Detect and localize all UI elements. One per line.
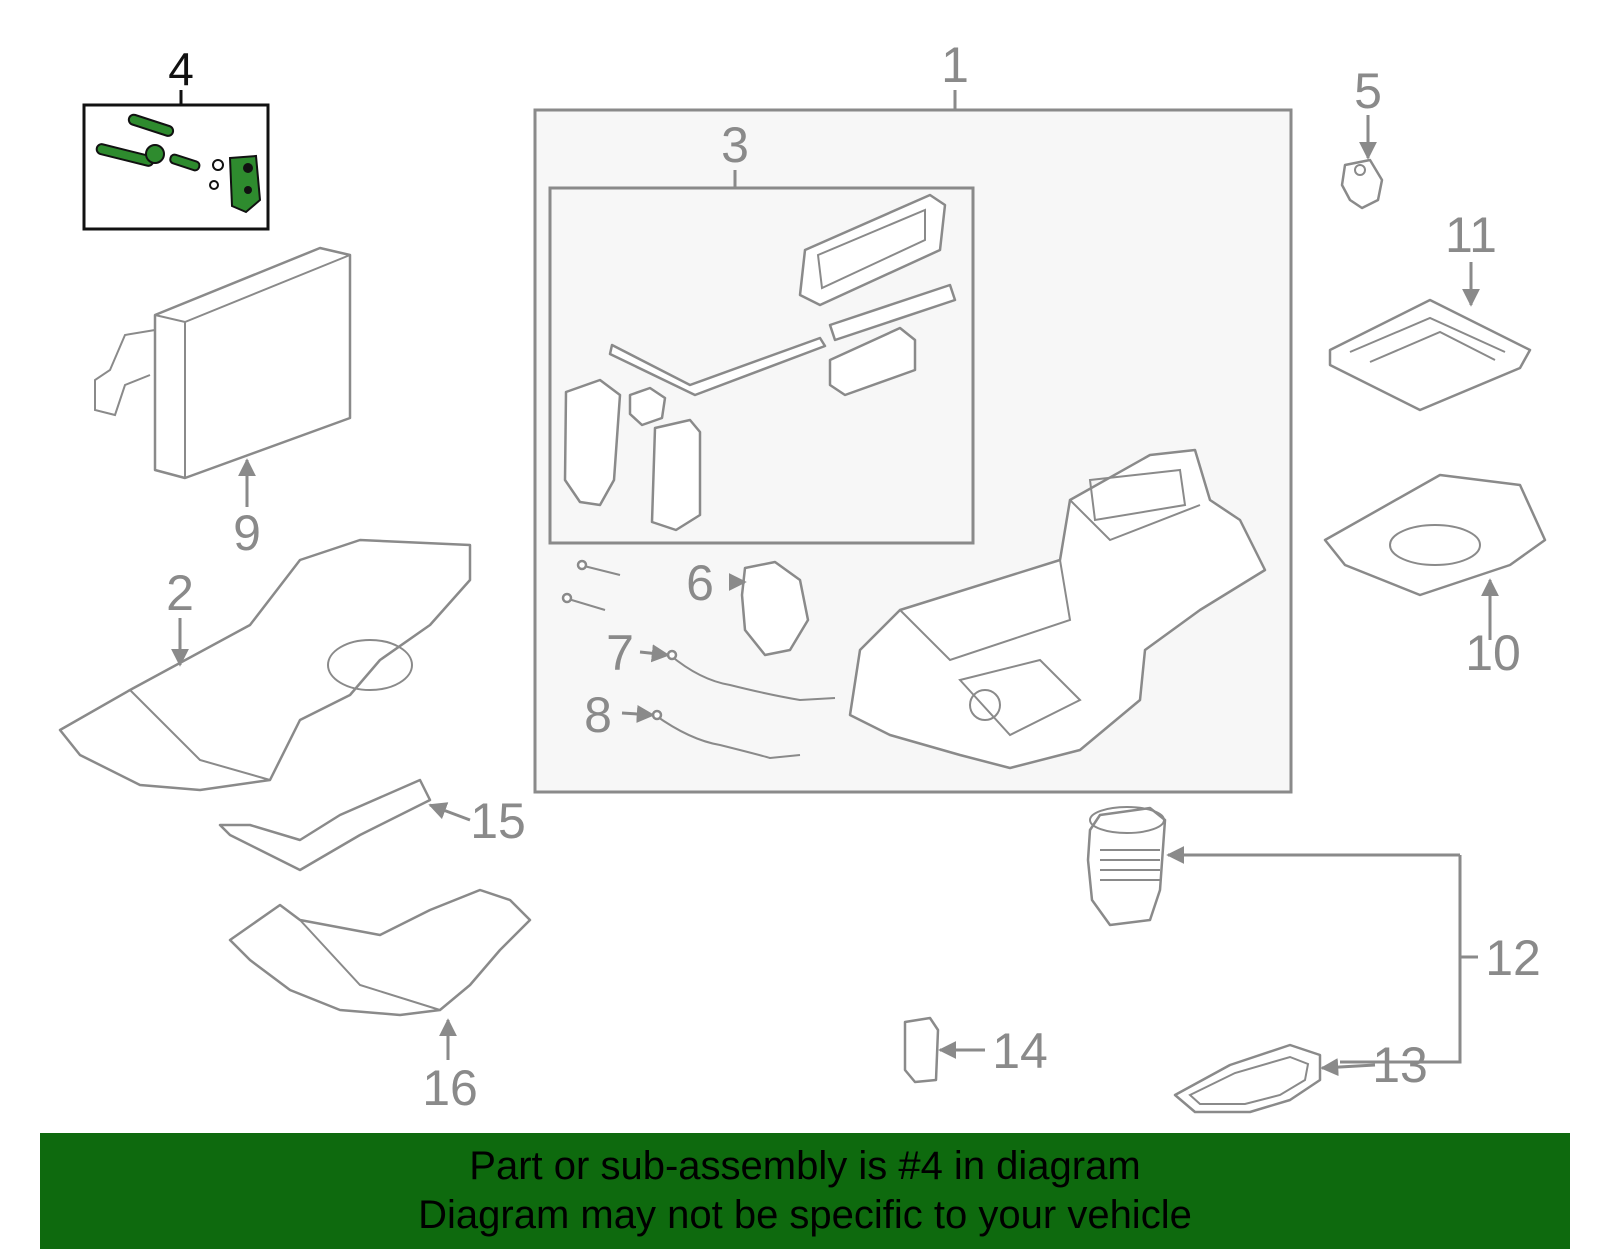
part-11-cabin-filter — [1328, 298, 1532, 412]
callout-4: 4 — [168, 43, 194, 95]
callout-2: 2 — [166, 565, 194, 621]
callout-7: 7 — [606, 625, 634, 681]
expansion-valve-icon — [228, 154, 262, 214]
part-13-gasket — [1173, 1043, 1322, 1114]
hvac-case — [848, 448, 1267, 770]
part-5-sensor — [1340, 158, 1384, 210]
callout-15-arrow — [428, 802, 471, 822]
part-15-heater-core — [218, 778, 432, 872]
bolt-icon — [95, 113, 224, 190]
callout-13-arrow — [1320, 1058, 1376, 1077]
part-9-evaporator — [94, 246, 352, 480]
callout-6: 6 — [686, 555, 714, 611]
callout-7-arrow — [639, 644, 670, 663]
banner-line-2: Diagram may not be specific to your vehi… — [418, 1193, 1192, 1237]
callout-11: 11 — [1445, 207, 1497, 263]
part-12-blower-motor — [1086, 806, 1167, 927]
callout-8: 8 — [584, 687, 612, 743]
callout-12: 12 — [1485, 930, 1541, 986]
callout-9: 9 — [233, 505, 261, 561]
callout-1: 1 — [941, 37, 969, 93]
info-banner: Part or sub-assembly is #4 in diagram Di… — [40, 1133, 1570, 1249]
part-2-lower-case — [58, 538, 472, 792]
part-3-seal-kit — [563, 193, 957, 532]
callout-5: 5 — [1354, 63, 1382, 119]
callout-14: 14 — [992, 1023, 1048, 1079]
callout-3: 3 — [721, 117, 749, 173]
callout-16: 16 — [422, 1060, 478, 1116]
part-7-cable — [666, 649, 836, 702]
callout-8-arrow — [621, 704, 655, 723]
banner-line-1: Part or sub-assembly is #4 in diagram — [469, 1144, 1141, 1188]
callout-15: 15 — [470, 793, 526, 849]
part-16-lower-bracket — [228, 888, 532, 1017]
callout-12-bracket-line — [1340, 855, 1462, 1064]
part-6-actuator — [561, 559, 810, 657]
callout-10: 10 — [1465, 625, 1521, 681]
callout-13: 13 — [1372, 1037, 1428, 1093]
part-10-filter-housing — [1323, 473, 1547, 597]
part-14-resistor — [903, 1016, 940, 1084]
part-4-expansion-valve-kit[interactable] — [82, 90, 270, 231]
